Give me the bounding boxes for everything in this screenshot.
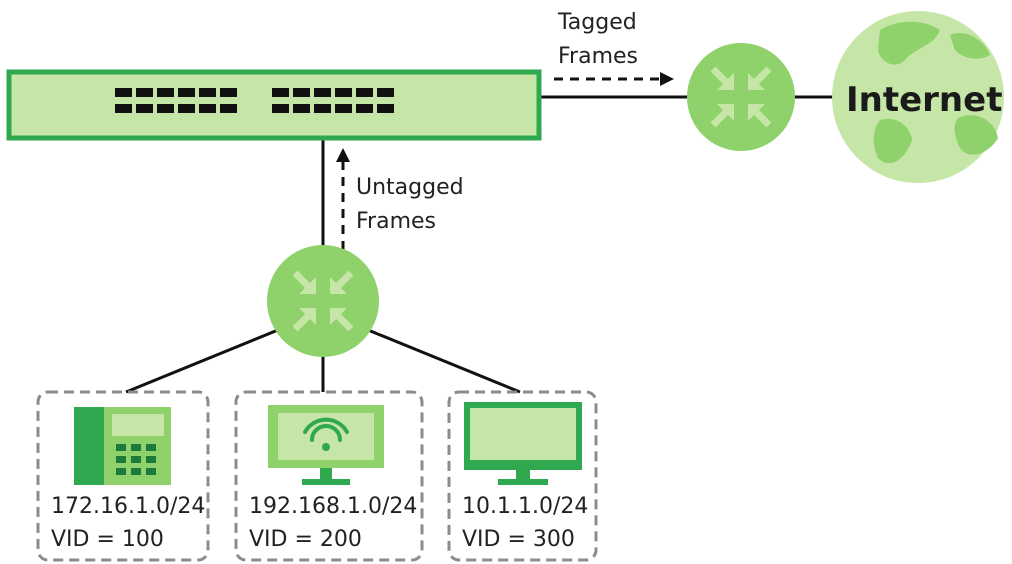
- phone-subnet-label: 172.16.1.0/24: [51, 494, 205, 519]
- internet-label: Internet: [846, 80, 1002, 120]
- router-body: [267, 245, 379, 357]
- desktop-subnet-label: 10.1.1.0/24: [462, 494, 588, 519]
- device-box-wifi-monitor: [234, 390, 424, 562]
- untagged-frames-label-line2: Frames: [356, 209, 436, 234]
- ip-phone-icon: [74, 407, 171, 485]
- untagged-frames-label-line1: Untagged: [356, 175, 464, 200]
- router-to-desktop-line: [367, 328, 521, 394]
- device-box-desktop: [447, 390, 598, 562]
- upper-router: [687, 43, 795, 151]
- globe-continents: [873, 21, 998, 164]
- desktop-monitor-icon: [464, 402, 582, 485]
- lower-router: [267, 245, 379, 357]
- device-box-phone: [36, 390, 210, 562]
- tagged-frames-label-line1: Tagged: [557, 10, 637, 35]
- wifi-monitor-vid-label: VID = 200: [249, 527, 362, 552]
- router-arrows-icon: [292, 270, 354, 332]
- desktop-vid-label: VID = 300: [462, 527, 575, 552]
- router-body: [687, 43, 795, 151]
- wifi-monitor-icon: [268, 405, 384, 485]
- tagged-frames-arrow: [554, 72, 674, 86]
- switch-ports: [115, 88, 394, 113]
- internet-globe: Internet: [832, 11, 1004, 183]
- phone-vid-label: VID = 100: [51, 527, 164, 552]
- untagged-frames-arrow: [336, 148, 350, 250]
- tagged-frames-label-line2: Frames: [558, 44, 638, 69]
- switch: [6, 69, 542, 141]
- wifi-monitor-subnet-label: 192.168.1.0/24: [249, 494, 417, 519]
- router-arrows-icon: [710, 66, 772, 128]
- router-to-phone-line: [125, 328, 279, 394]
